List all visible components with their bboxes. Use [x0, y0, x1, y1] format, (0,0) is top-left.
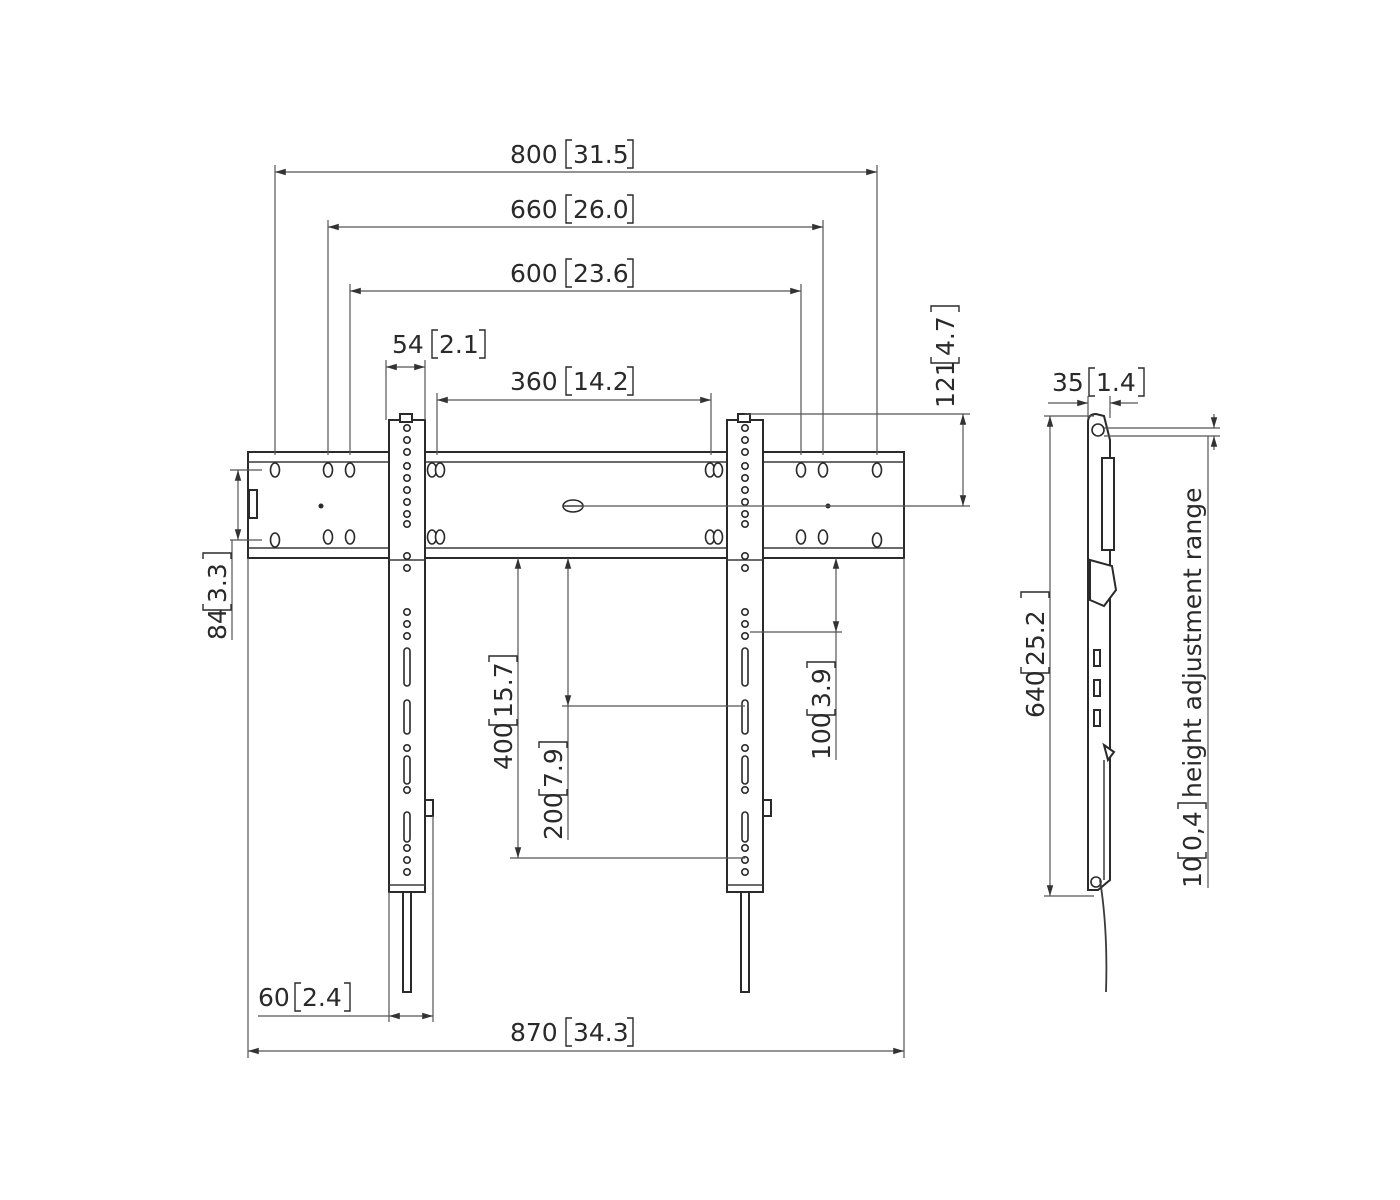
height-adjustment-label: height adjustment range — [1178, 488, 1207, 798]
dim-400-mm: 400 — [489, 722, 518, 770]
dim-640-in: 25.2 — [1021, 610, 1050, 666]
dimension-100: 100 3.9 — [750, 558, 842, 760]
dim-640-mm: 640 — [1021, 670, 1050, 718]
arm-slot — [403, 755, 411, 785]
arm-hole — [740, 461, 749, 470]
dim-800-in: 31.5 — [573, 140, 629, 169]
arm-hole — [740, 447, 749, 456]
dimension-640: 640 25.2 — [1020, 415, 1094, 897]
dim-54-in: 2.1 — [439, 330, 479, 359]
arm-slot — [741, 755, 749, 785]
arm-hole — [402, 563, 411, 572]
dim-200-mm: 200 — [539, 792, 568, 840]
arm-slot — [403, 647, 411, 687]
dimension-200: 200 7.9 — [538, 558, 745, 840]
arm-hole — [740, 519, 749, 528]
arm-slot — [403, 699, 411, 735]
dim-35-in: 1.4 — [1096, 368, 1136, 397]
dimension-84: 84 3.3 — [202, 469, 262, 640]
arm-hole — [402, 519, 411, 528]
arm-hole — [402, 473, 411, 482]
arm-slot — [741, 699, 749, 735]
arm-hole — [740, 619, 749, 628]
dim-60-in: 2.4 — [302, 983, 342, 1012]
dimension-360: 360 14.2 — [436, 366, 712, 455]
dim-400-in: 15.7 — [489, 662, 518, 718]
front-view: 800 31.5 660 26.0 600 23.6 — [202, 139, 970, 1058]
dim-360-mm: 360 — [510, 367, 558, 396]
arm-hole — [740, 867, 749, 876]
arm-hole — [402, 497, 411, 506]
dim-870-in: 34.3 — [573, 1018, 629, 1047]
left-arm-holes — [402, 423, 411, 876]
dim-800-mm: 800 — [510, 140, 558, 169]
arm-hole — [402, 631, 411, 640]
dim-84-mm: 84 — [203, 608, 232, 640]
dim-84-in: 3.3 — [203, 563, 232, 603]
dim-10-mm: 10 — [1178, 856, 1207, 888]
arm-slot — [741, 647, 749, 687]
arm-hole — [402, 461, 411, 470]
arm-hole — [402, 423, 411, 432]
side-view: 35 1.4 640 25.2 10 — [1020, 367, 1220, 993]
arm-hole — [740, 485, 749, 494]
arm-hole — [740, 509, 749, 518]
arm-hole — [402, 843, 411, 852]
arm-slot — [741, 811, 749, 843]
arm-hole — [402, 619, 411, 628]
dim-35-mm: 35 — [1052, 368, 1084, 397]
dim-100-mm: 100 — [807, 712, 836, 760]
right-arm-holes — [740, 423, 749, 876]
dimension-870: 870 34.3 — [247, 558, 905, 1058]
wall-plate — [247, 451, 905, 559]
arm-hole — [402, 785, 411, 794]
arm-hole — [740, 435, 749, 444]
dimension-60: 60 2.4 — [258, 816, 434, 1022]
dim-54-mm: 54 — [392, 330, 424, 359]
arm-hole — [402, 485, 411, 494]
side-profile — [1087, 412, 1118, 993]
plate-holes — [269, 462, 883, 548]
dim-121-mm: 121 — [931, 360, 960, 408]
arm-hole — [740, 497, 749, 506]
dim-600-in: 23.6 — [573, 259, 629, 288]
dimension-121: 121 4.7 — [575, 305, 970, 507]
arm-hole — [740, 563, 749, 572]
dimension-660: 660 26.0 — [327, 194, 824, 455]
dimension-600: 600 23.6 — [349, 258, 802, 455]
arm-hole — [402, 867, 411, 876]
dim-100-in: 3.9 — [807, 668, 836, 708]
arm-hole — [740, 785, 749, 794]
arm-hole — [402, 607, 411, 616]
dim-870-mm: 870 — [510, 1018, 558, 1047]
dimension-35: 35 1.4 — [1048, 367, 1145, 418]
arm-hole — [740, 551, 749, 560]
dimension-54: 54 2.1 — [385, 329, 486, 420]
dim-10-in: 0,4 — [1178, 811, 1207, 851]
arm-hole — [740, 631, 749, 640]
dim-600-mm: 600 — [510, 259, 558, 288]
dim-660-in: 26.0 — [573, 195, 629, 224]
dim-660-mm: 660 — [510, 195, 558, 224]
arm-hole — [402, 509, 411, 518]
dim-360-in: 14.2 — [573, 367, 629, 396]
dimension-400: 400 15.7 — [488, 558, 745, 859]
dim-200-in: 7.9 — [539, 748, 568, 788]
arm-hole — [402, 855, 411, 864]
arm-hole — [740, 843, 749, 852]
arm-hole — [402, 551, 411, 560]
dimension-10-height-adjustment: 10 0,4 height adjustment range — [1104, 414, 1220, 888]
arm-hole — [740, 743, 749, 752]
dim-121-in: 4.7 — [931, 316, 960, 356]
dim-60-mm: 60 — [258, 983, 290, 1012]
arm-slot — [403, 811, 411, 843]
arm-hole — [740, 473, 749, 482]
arm-hole — [740, 607, 749, 616]
arm-hole — [740, 423, 749, 432]
arm-hole — [402, 447, 411, 456]
dimension-800: 800 31.5 — [274, 139, 878, 455]
arm-hole — [402, 435, 411, 444]
arm-hole — [402, 743, 411, 752]
